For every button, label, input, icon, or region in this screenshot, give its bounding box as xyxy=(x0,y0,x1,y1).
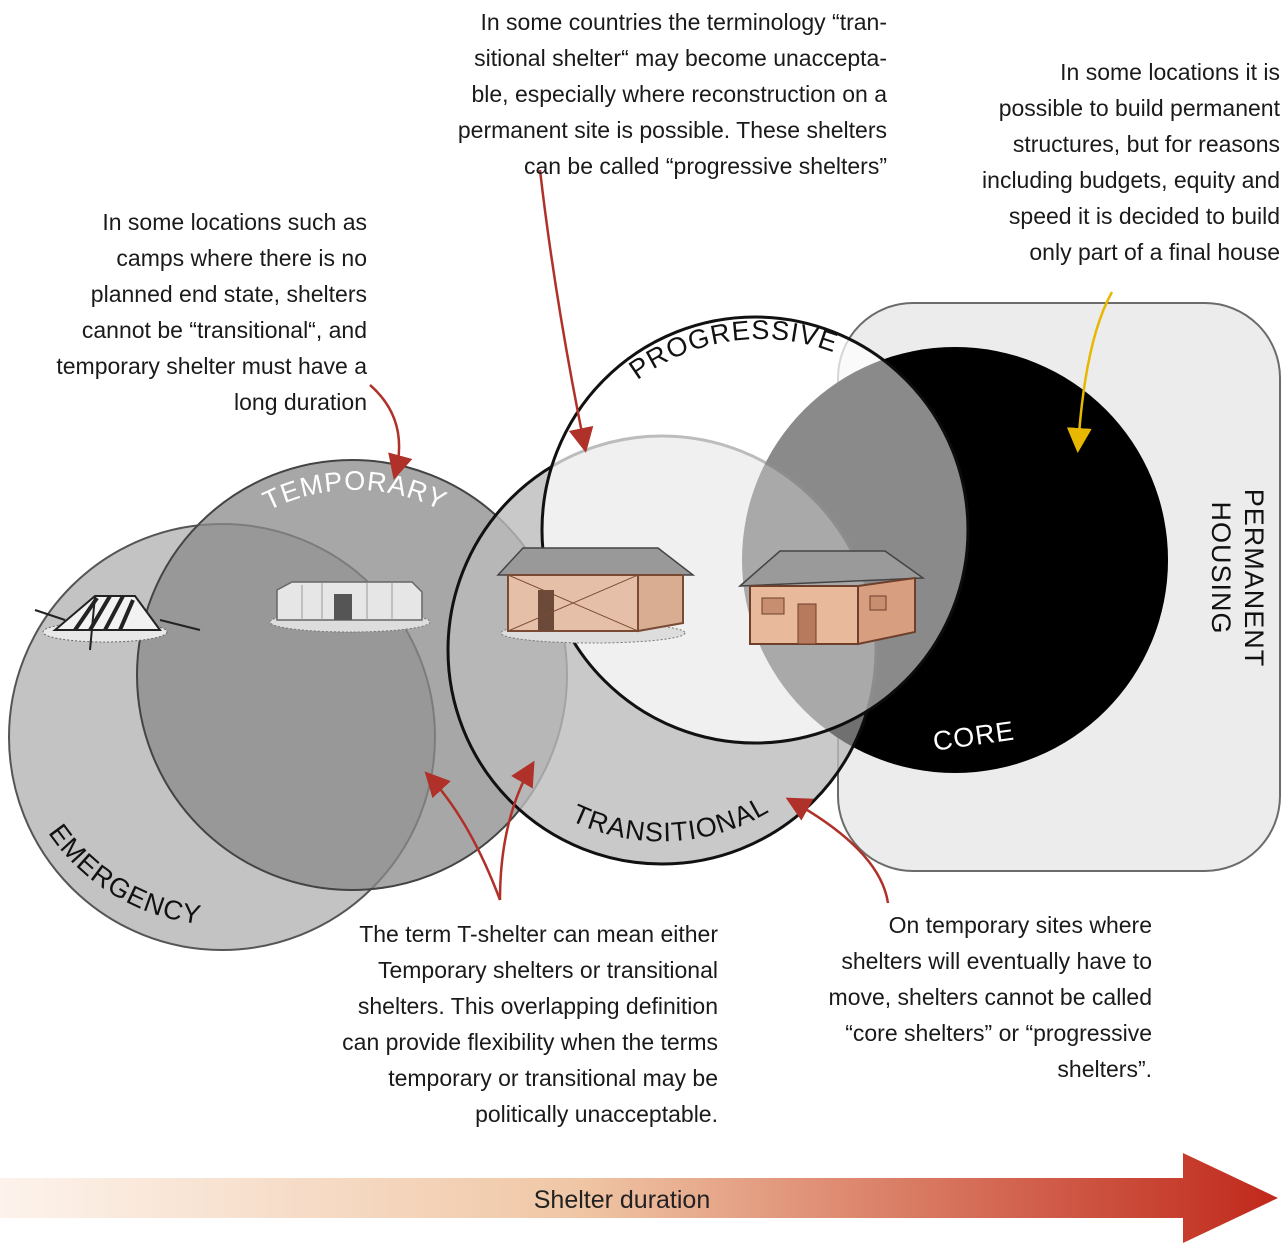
note-line: move, shelters cannot be called xyxy=(828,984,1152,1010)
arrow-to-temporary xyxy=(369,384,413,480)
arrow-tshelter-right xyxy=(498,760,535,901)
note-line: permanent site is possible. These shelte… xyxy=(457,117,887,143)
progressive-note: In some countries the terminology “tran-… xyxy=(395,4,887,184)
shelter-duration-label: Shelter duration xyxy=(534,1186,711,1214)
note-line: In some locations such as xyxy=(102,209,367,235)
note-line: ble, especially where reconstruction on … xyxy=(471,81,887,107)
note-line: structures, but for reasons xyxy=(1012,131,1280,157)
note-line: planned end state, shelters xyxy=(90,281,367,307)
arrow-to-core xyxy=(1066,291,1114,453)
note-line: camps where there is no xyxy=(116,245,367,271)
note-line: “core shelters” or “progressive xyxy=(845,1020,1152,1046)
note-line: The term T-shelter can mean either xyxy=(359,921,718,947)
note-line: politically unacceptable. xyxy=(475,1101,718,1127)
arrow-to-progressive xyxy=(538,169,594,453)
note-line: temporary or transitional may be xyxy=(388,1065,718,1091)
core-note: In some locations it is possible to buil… xyxy=(905,54,1280,270)
temporary-note: In some locations such as camps where th… xyxy=(5,204,367,420)
permanent-label-line2: HOUSING xyxy=(1206,501,1236,634)
note-line: Temporary shelters or transitional xyxy=(377,957,718,983)
permanent-label-line1: PERMANENT xyxy=(1239,489,1269,668)
arrow-tshelter-left xyxy=(424,771,502,901)
note-line: On temporary sites where xyxy=(888,912,1152,938)
transitional-shelter-icon xyxy=(496,547,696,644)
note-line: shelters. This overlapping definition xyxy=(357,993,718,1019)
tent-icon xyxy=(34,594,201,651)
note-line: can be called “progressive shelters” xyxy=(523,153,887,179)
shelter-duration-arrow xyxy=(0,1153,1278,1243)
note-line: only part of a final house xyxy=(1029,239,1280,265)
note-line: shelters will eventually have to xyxy=(841,948,1152,974)
note-line: In some locations it is xyxy=(1060,59,1280,85)
note-line: sitional shelter“ may become unaccepta- xyxy=(474,45,887,71)
core-house-icon xyxy=(737,550,926,646)
arrow-temporary-sites xyxy=(785,797,890,904)
note-line: cannot be “transitional“, and xyxy=(81,317,367,343)
note-line: speed it is decided to build xyxy=(1008,203,1280,229)
note-line: can provide flexibility when the terms xyxy=(342,1029,718,1055)
note-line: possible to build permanent xyxy=(998,95,1280,121)
note-line: shelters”. xyxy=(1057,1056,1152,1082)
tshelter-note: The term T-shelter can mean either Tempo… xyxy=(280,916,718,1132)
note-line: In some countries the terminology “tran- xyxy=(480,9,887,35)
note-line: including budgets, equity and xyxy=(982,167,1280,193)
note-line: temporary shelter must have a xyxy=(56,353,367,379)
temporary-shelter-icon xyxy=(269,581,431,633)
temporary-sites-note: On temporary sites where shelters will e… xyxy=(760,907,1152,1087)
note-line: long duration xyxy=(234,389,367,415)
